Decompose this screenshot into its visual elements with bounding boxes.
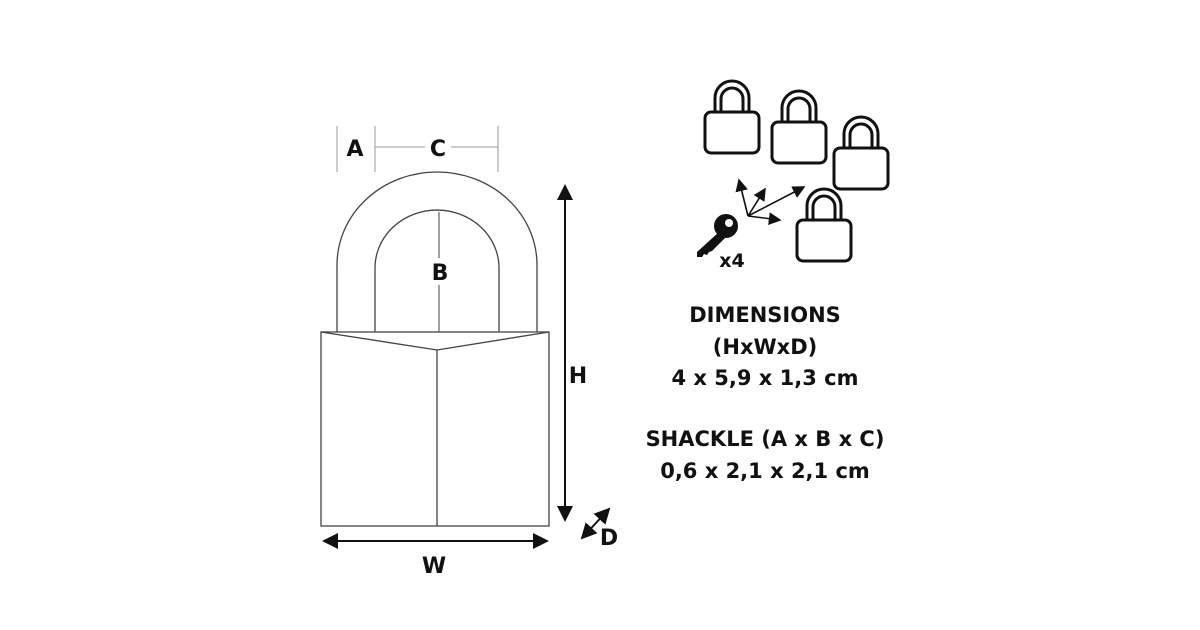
padlock-body (320, 331, 550, 527)
label-b: B (432, 261, 449, 286)
depth-arrow (580, 507, 611, 540)
dimension-arrows (322, 184, 611, 549)
padlock-icon-2 (770, 89, 828, 165)
padlock-icon-1 (703, 79, 761, 155)
padlock-drawing (320, 171, 550, 527)
dimensions-value: 4 x 5,9 x 1,3 cm (671, 366, 859, 390)
label-h: H (569, 364, 587, 389)
shackle-inner (374, 209, 500, 332)
key-count: x4 (719, 250, 744, 272)
dimensions-subtitle: (HxWxD) (712, 335, 818, 359)
label-a: A (346, 137, 363, 162)
shackle-value: 0,6 x 2,1 x 2,1 cm (660, 459, 870, 483)
label-c: C (430, 137, 446, 162)
padlock-icon-4 (795, 187, 853, 263)
shackle-outer (336, 171, 538, 332)
key-icon (697, 214, 738, 257)
dimensions-title: DIMENSIONS (689, 303, 841, 327)
arrows-icon (735, 178, 806, 225)
padlock-icon-3 (832, 115, 890, 191)
label-w: W (422, 554, 446, 579)
label-d: D (600, 526, 618, 551)
shackle-title: SHACKLE (A x B x C) (645, 427, 885, 451)
